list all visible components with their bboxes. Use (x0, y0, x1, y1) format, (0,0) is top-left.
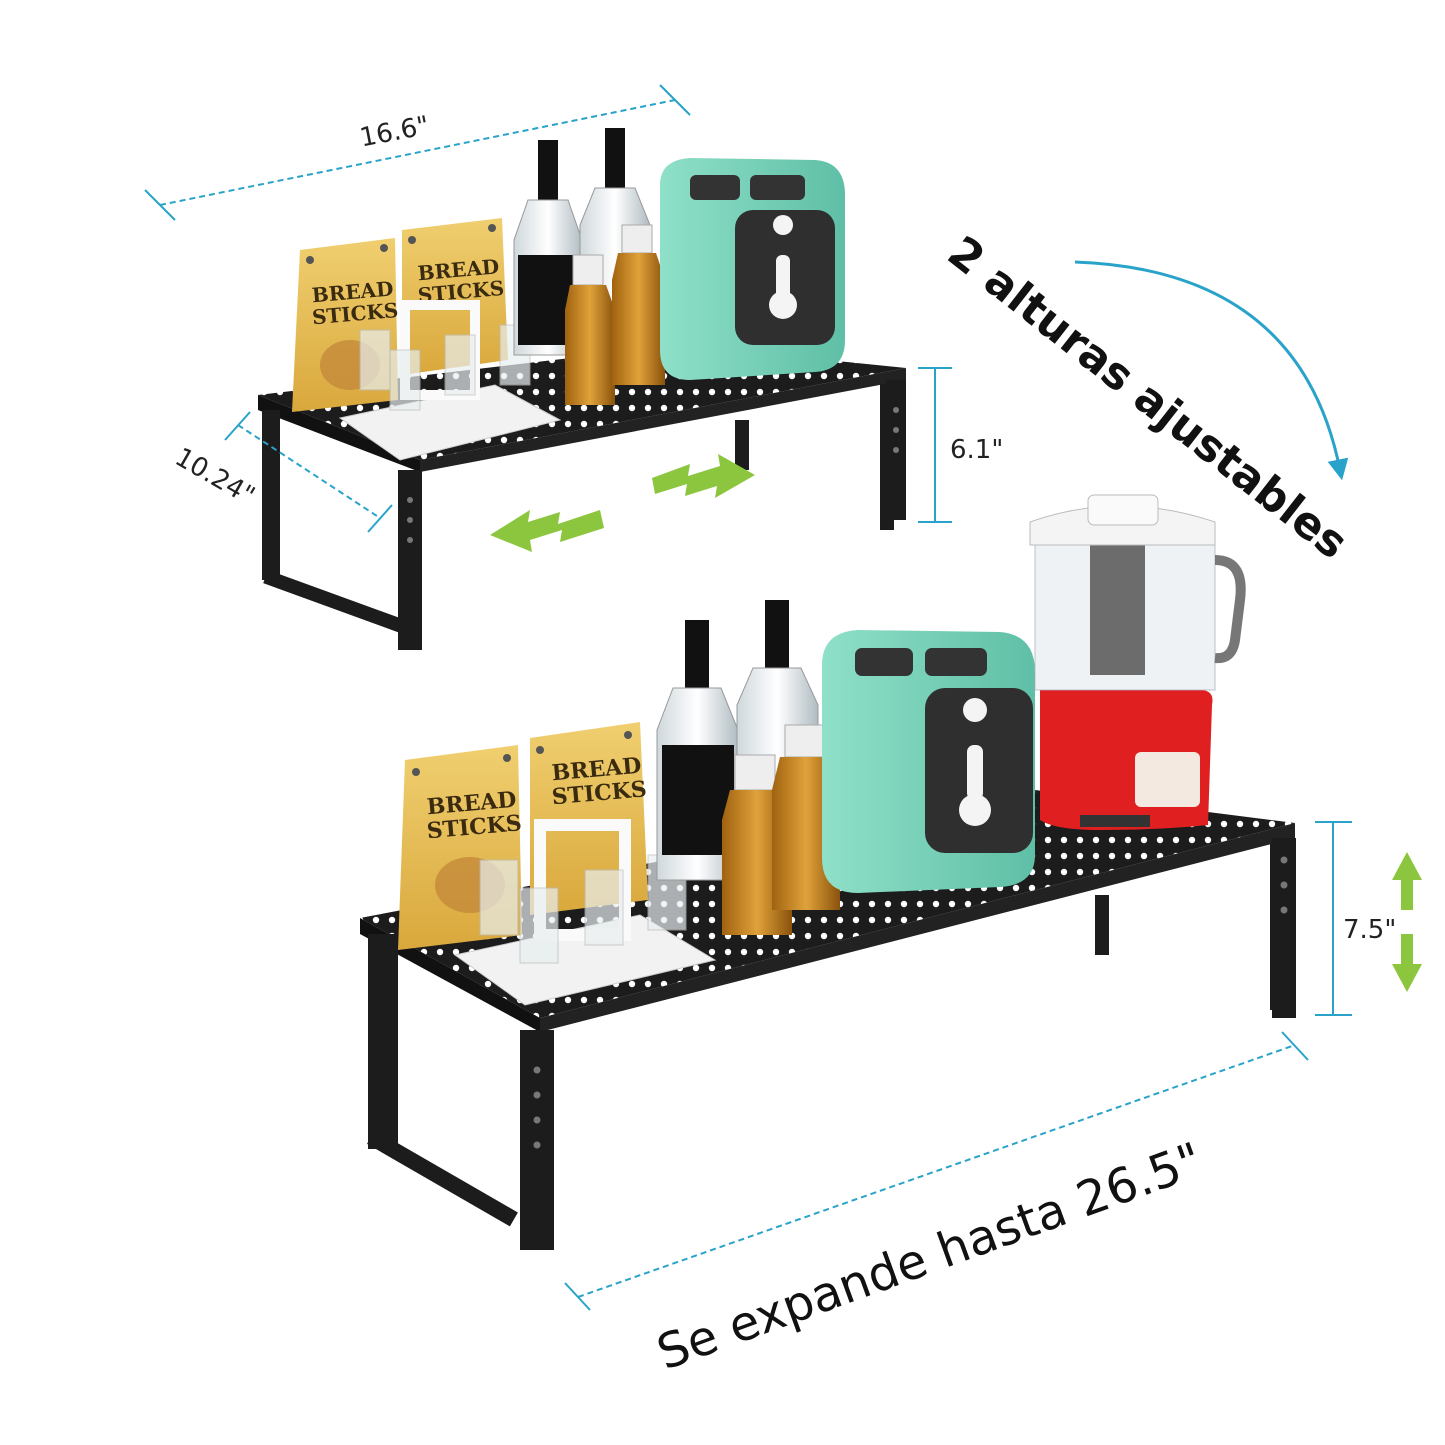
glass-holder (338, 300, 562, 461)
amber-bottle-1 (565, 254, 615, 405)
compact-shelf-assembly: 16.6" 10.24" (144, 84, 1003, 650)
width-label: 16.6" (357, 111, 431, 154)
left-arrow-icon (490, 510, 604, 552)
expands-to-text: Se expande hasta 26.5" (650, 1132, 1210, 1381)
food-processor (1029, 494, 1246, 830)
right-arrow-icon (652, 454, 755, 498)
toaster-large (822, 630, 1035, 893)
expanded-shelf-right-edge (540, 823, 1295, 1032)
expanded-shelf-front-legs (367, 838, 1296, 1250)
width-dimension-line (144, 84, 691, 221)
low-height-dimension-line (918, 367, 952, 523)
depth-dimension-line (224, 411, 393, 533)
low-height-label: 6.1" (950, 435, 1003, 465)
bread-bag-right: BREAD STICKS (402, 218, 508, 375)
expand-arrows (490, 454, 755, 552)
shelf-front-edge (258, 395, 420, 472)
glass-holder-expanded (453, 819, 717, 1006)
toaster-small (660, 158, 845, 380)
expanded-shelf-assembly: 7.5" Se expande hasta 26.5" BREAD STICKS… (360, 494, 1422, 1381)
depth-label: 10.24" (170, 442, 260, 511)
amber-bottle-2 (612, 224, 665, 385)
curved-arrow-icon (1074, 260, 1349, 481)
high-height-label: 7.5" (1343, 915, 1396, 945)
bread-bag-right-expanded: BREAD STICKS (530, 722, 648, 915)
shelf-front-legs (262, 380, 906, 650)
high-height-dimension-line (1315, 821, 1352, 1016)
whisky-bottle-3 (656, 620, 739, 881)
vertical-arrows-icon (1392, 852, 1422, 992)
shelf-right-edge (420, 368, 906, 472)
expand-dimension-line (564, 1031, 1309, 1311)
